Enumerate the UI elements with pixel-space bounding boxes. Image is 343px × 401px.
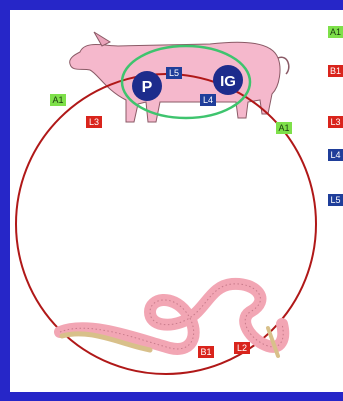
tag-b1-worm: B1: [198, 346, 214, 358]
tag-l4-pig: L4: [200, 94, 216, 106]
legend-tag-b1: B1: [328, 65, 343, 77]
p-organ-label: P: [142, 79, 153, 96]
legend-tag-l5: L5: [328, 194, 343, 206]
tag-a1-left: A1: [50, 94, 66, 106]
legend-tag-a1: A1: [328, 26, 343, 38]
tag-l2-worm: L2: [234, 342, 250, 354]
diagram-panel: P IG A1 L3 L5 L4 A1 B1 L2 A1 B1 L3 L4 L5: [10, 10, 343, 392]
tag-a1-pig-right: A1: [276, 122, 292, 134]
legend-tag-l3: L3: [328, 116, 343, 128]
tag-l5-pig: L5: [166, 67, 182, 79]
tag-l3-left: L3: [86, 116, 102, 128]
ig-organ-label: IG: [220, 73, 236, 90]
legend-tag-l4: L4: [328, 149, 343, 161]
